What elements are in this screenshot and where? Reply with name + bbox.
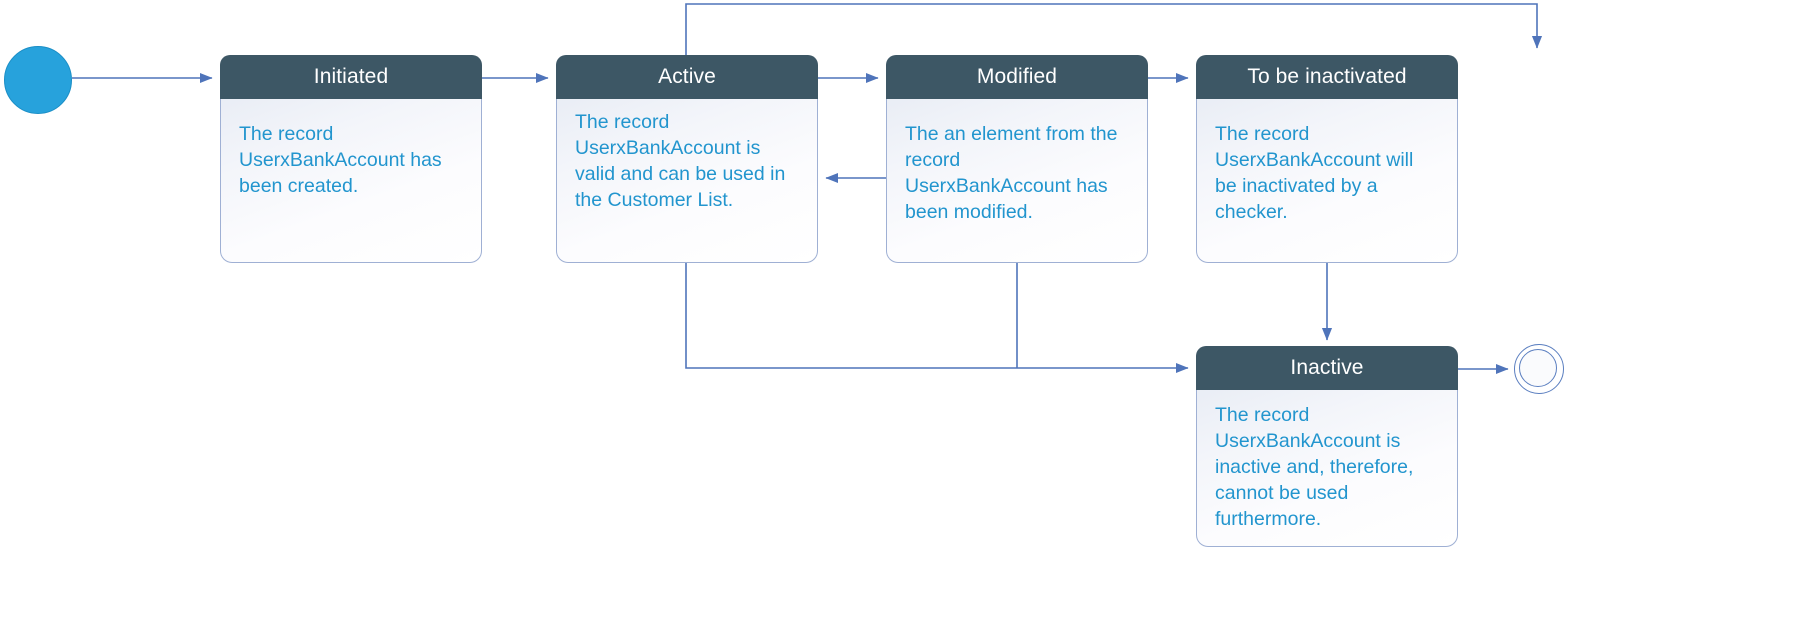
state-body-inactive: The record UserxBankAccount is inactive … <box>1196 388 1458 547</box>
state-header-to-be-inactivated: To be inactivated <box>1196 55 1458 99</box>
state-node-active[interactable]: Active The record UserxBankAccount is va… <box>556 55 818 263</box>
state-body-modified: The an element from the record UserxBank… <box>886 97 1148 263</box>
state-header-active: Active <box>556 55 818 99</box>
state-header-initiated: Initiated <box>220 55 482 99</box>
edge-active-to-tobeinactivated <box>685 3 1543 55</box>
state-header-modified: Modified <box>886 55 1148 99</box>
state-body-to-be-inactivated: The record UserxBankAccount will be inac… <box>1196 97 1458 263</box>
state-node-inactive[interactable]: Inactive The record UserxBankAccount is … <box>1196 346 1458 547</box>
initial-state-node[interactable] <box>4 46 72 114</box>
state-node-to-be-inactivated[interactable]: To be inactivated The record UserxBankAc… <box>1196 55 1458 263</box>
state-body-active: The record UserxBankAccount is valid and… <box>556 97 818 263</box>
state-body-initiated: The record UserxBankAccount has been cre… <box>220 97 482 263</box>
final-state-inner-ring <box>1519 349 1557 387</box>
state-header-inactive: Inactive <box>1196 346 1458 390</box>
state-node-modified[interactable]: Modified The an element from the record … <box>886 55 1148 263</box>
state-node-initiated[interactable]: Initiated The record UserxBankAccount ha… <box>220 55 482 263</box>
final-state-node[interactable] <box>1514 344 1564 394</box>
edge-active-to-inactive <box>685 260 1189 374</box>
